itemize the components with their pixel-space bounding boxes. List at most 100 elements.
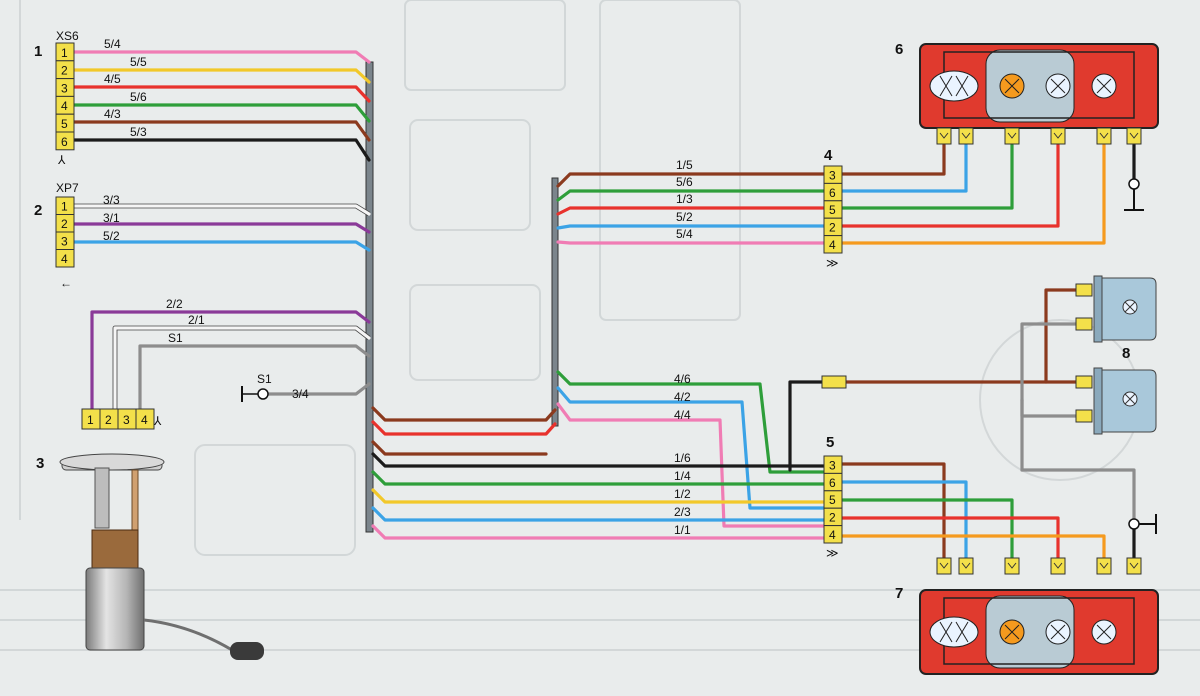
wire-label-c4-2: 5/6 [676, 175, 693, 189]
wires [72, 50, 1136, 560]
xp7-pin-box [55, 249, 75, 268]
pump-pin-box [135, 408, 155, 430]
lamp-terminal [1004, 127, 1020, 145]
wire-xs6-4 [72, 103, 371, 123]
fuel-pump-module [59, 453, 264, 660]
wire-label-c4-1: 1/5 [676, 158, 693, 172]
wire-label-c5-5: 1/4 [674, 469, 691, 483]
xp7-label: XP7 [56, 181, 79, 195]
number-5: 5 [826, 434, 834, 451]
wire-plate-gray-ground [1020, 468, 1136, 521]
wire-c5-46 [556, 370, 826, 474]
wire-c5-42 [556, 386, 826, 510]
lamp-terminal [958, 127, 974, 145]
wire-label-xs6-3: 4/5 [104, 72, 121, 86]
c4-pin-2: 2 [829, 221, 836, 235]
wire-xs6-3 [72, 85, 371, 103]
lamp-lens [985, 49, 1075, 123]
xs6-pin-6: 6 [61, 135, 68, 149]
c4-pin-4: 4 [829, 238, 836, 252]
wire-l7-brown [840, 462, 946, 560]
arrow-symbol: ← [60, 276, 72, 290]
connector-symbol: ⅄ [57, 153, 66, 167]
xs6-pin-5: 5 [61, 117, 68, 131]
wire-l7-green [840, 498, 1014, 560]
lamp-terminal [936, 557, 952, 575]
ground-lamp-7 [1128, 514, 1157, 534]
c5-pin-3: 3 [829, 458, 836, 472]
wire-c4-1 [556, 172, 826, 188]
wire-plate-brown-up [1044, 288, 1078, 384]
c5-pin-box [823, 525, 843, 544]
xs6-pin-1: 1 [61, 46, 68, 60]
wire-label-pump-3: S1 [168, 331, 183, 345]
lamp-terminal [1126, 127, 1142, 145]
wire-label-xs6-6: 5/3 [130, 125, 147, 139]
connector-4-symbol: ≫ [826, 256, 839, 270]
pump-pin-4: 4 [141, 413, 148, 427]
xs6-label: XS6 [56, 29, 79, 43]
wire-label-xs6-1: 5/4 [104, 37, 121, 51]
xs6-pin-box [55, 131, 75, 151]
wire-label-c5-3: 4/4 [674, 408, 691, 422]
wire-s1 [266, 382, 371, 396]
wire-c5-44 [556, 402, 826, 528]
lamp-lens [985, 595, 1075, 669]
lamp-terminal [1050, 127, 1066, 145]
lamp-terminal [1096, 127, 1112, 145]
lamp-terminal [936, 127, 952, 145]
lamp-terminal [958, 557, 974, 575]
number-4: 4 [824, 147, 833, 164]
c5-pin-5: 5 [829, 493, 836, 507]
xs6-pin-4: 4 [61, 99, 68, 113]
plate-lamp-8-lower [1075, 367, 1157, 435]
c5-pin-2: 2 [829, 511, 836, 525]
wire-label-pump-2: 2/1 [188, 313, 205, 327]
wire-l6-brown [840, 143, 946, 176]
wire-label-xs6-5: 4/3 [104, 107, 121, 121]
lamp-terminal [1126, 557, 1142, 575]
wire-pump-1 [90, 310, 371, 412]
wire-label-c4-5: 5/4 [676, 227, 693, 241]
number-6: 6 [895, 41, 903, 58]
wire-xs6-1 [72, 50, 371, 64]
wire-label-c5-2: 4/2 [674, 390, 691, 404]
wire-xs6-6 [72, 138, 371, 162]
s1-wire-label: 3/4 [292, 387, 309, 401]
wire-bus-red [371, 420, 557, 436]
wire-label-c5-7: 2/3 [674, 505, 691, 519]
xp7-pin-4: 4 [61, 252, 68, 266]
lamp-terminal [1050, 557, 1066, 575]
number-8: 8 [1122, 345, 1130, 362]
wire-label-xp7-3: 5/2 [103, 229, 120, 243]
lamp-bulb-double [929, 616, 979, 648]
plate-lamp-connector [821, 375, 847, 389]
wire-c5-main-1 [371, 452, 826, 468]
c5-pin-6: 6 [829, 476, 836, 490]
wire-bus-left-brown [371, 440, 548, 456]
connector-symbol-pump: ⅄ [153, 414, 162, 428]
wire-c5-main-2 [371, 470, 826, 486]
c4-pin-6: 6 [829, 186, 836, 200]
wire-l6-green [840, 143, 1014, 210]
wire-l7-blue [840, 480, 968, 560]
wire-plate-black [788, 380, 824, 472]
rear-lamp-7 [919, 557, 1159, 675]
wire-c5-main-5 [371, 524, 826, 540]
wire-c4-3 [556, 206, 826, 216]
wire-l7-orange [840, 534, 1106, 560]
pump-pin-3: 3 [123, 413, 130, 427]
pump-pin-2: 2 [105, 413, 112, 427]
number-2: 2 [34, 202, 42, 219]
number-1: 1 [34, 43, 42, 60]
wire-label-pump-1: 2/2 [166, 297, 183, 311]
wire-label-xs6-4: 5/6 [130, 90, 147, 104]
wire-c4-4 [556, 224, 826, 230]
rear-lamp-6 [919, 43, 1159, 145]
xp7-pin-3: 3 [61, 235, 68, 249]
